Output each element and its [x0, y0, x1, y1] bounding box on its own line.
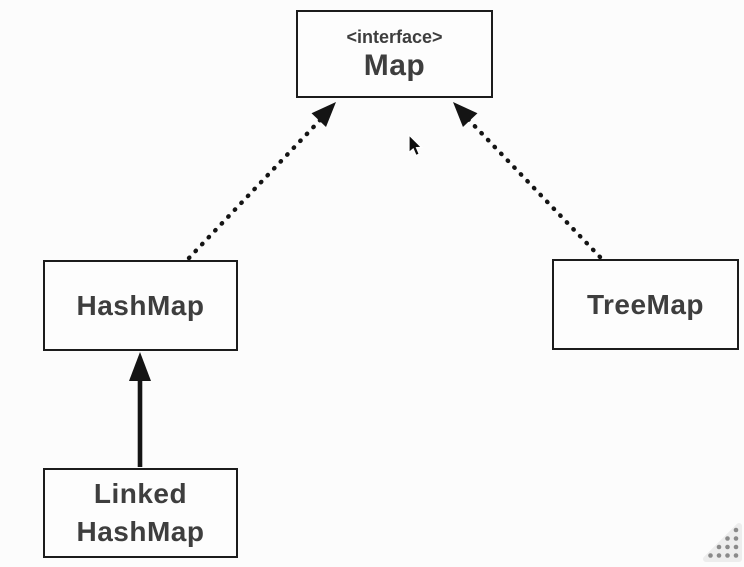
arrowhead-icon — [453, 102, 478, 128]
resize-grip-icon[interactable] — [700, 520, 744, 562]
node-map-stereotype: <interface> — [346, 27, 443, 47]
node-linkedhashmap-label-line2: HashMap — [76, 516, 205, 547]
node-linkedhashmap[interactable]: Linked HashMap — [43, 468, 238, 558]
arrowhead-icon — [311, 102, 336, 128]
edge-treemap-to-map — [453, 102, 603, 260]
node-map-label: Map — [363, 49, 426, 82]
edge-linkedhashmap-to-hashmap — [129, 352, 151, 467]
node-hashmap[interactable]: HashMap — [43, 260, 238, 351]
node-treemap-label: TreeMap — [586, 288, 705, 320]
node-hashmap-label: HashMap — [76, 289, 205, 321]
mouse-cursor-icon — [408, 133, 423, 157]
node-linkedhashmap-label-line1: Linked — [93, 478, 188, 509]
arrowhead-icon — [129, 352, 151, 381]
node-treemap[interactable]: TreeMap — [552, 259, 739, 350]
edge-hashmap-to-map — [186, 102, 336, 261]
node-map-interface[interactable]: <interface> Map — [296, 10, 493, 98]
